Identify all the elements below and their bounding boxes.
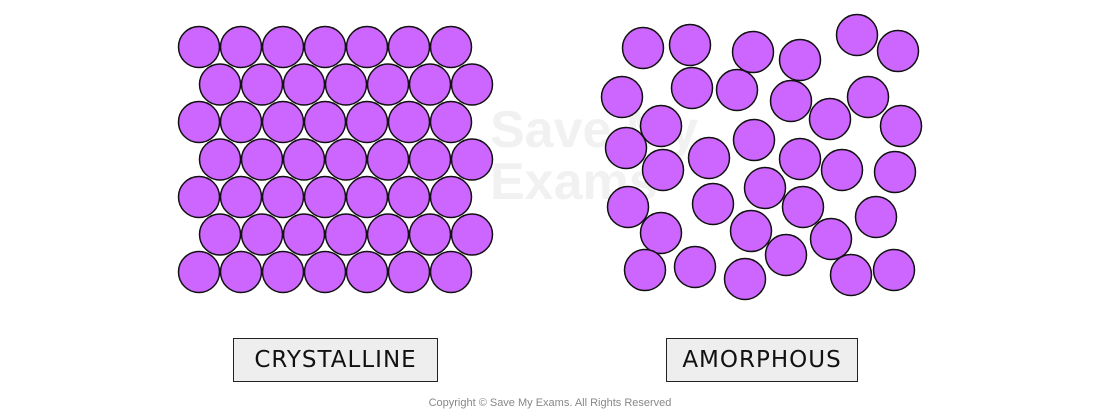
amorphous-particle: [604, 126, 648, 170]
amorphous-particle: [723, 257, 767, 301]
crystalline-particle: [240, 138, 284, 181]
crystalline-particle: [429, 175, 473, 219]
amorphous-particle: [673, 245, 717, 289]
amorphous-particle: [687, 136, 731, 180]
crystalline-particle: [429, 250, 473, 294]
crystalline-particle: [303, 250, 347, 294]
amorphous-particle: [879, 104, 923, 148]
amorphous-particle: [846, 75, 890, 119]
amorphous-arrangement: [600, 13, 923, 301]
crystalline-particle: [324, 63, 368, 106]
crystalline-particle: [450, 63, 494, 106]
amorphous-particle: [600, 75, 644, 119]
crystalline-particle: [366, 213, 410, 256]
amorphous-particle: [769, 79, 813, 123]
crystalline-particle: [345, 175, 389, 219]
amorphous-particle: [731, 30, 775, 74]
crystalline-particle: [261, 100, 305, 144]
crystalline-particle: [198, 63, 242, 106]
amorphous-particle: [743, 166, 787, 210]
crystalline-label: CRYSTALLINE: [233, 338, 438, 382]
amorphous-particle: [808, 97, 852, 141]
crystalline-particle: [219, 175, 263, 219]
crystalline-particle: [261, 250, 305, 294]
amorphous-particle: [621, 26, 665, 70]
crystalline-particle: [282, 138, 326, 181]
amorphous-particle: [809, 217, 853, 261]
crystalline-particle: [303, 175, 347, 219]
crystalline-particle: [345, 25, 389, 69]
crystalline-particle: [198, 213, 242, 256]
crystalline-particle: [303, 25, 347, 69]
crystalline-particle: [219, 25, 263, 69]
amorphous-particle: [873, 150, 917, 194]
crystalline-particle: [345, 250, 389, 294]
crystalline-lattice: [177, 25, 494, 294]
crystalline-particle: [282, 63, 326, 106]
crystalline-particle: [408, 138, 452, 181]
crystalline-particle: [324, 138, 368, 181]
amorphous-particle: [778, 38, 822, 82]
crystalline-particle: [177, 25, 221, 69]
amorphous-particle: [854, 195, 898, 239]
amorphous-label: AMORPHOUS: [666, 338, 858, 382]
amorphous-particle: [872, 248, 916, 292]
crystalline-particle: [366, 138, 410, 181]
amorphous-particle: [835, 13, 879, 57]
crystalline-particle: [387, 100, 431, 144]
crystalline-particle: [240, 213, 284, 256]
crystalline-particle: [387, 25, 431, 69]
amorphous-particle: [668, 23, 712, 67]
amorphous-particle: [641, 148, 685, 192]
amorphous-particle: [691, 182, 735, 226]
crystalline-particle: [219, 100, 263, 144]
crystalline-particle: [345, 100, 389, 144]
amorphous-particle: [606, 185, 650, 229]
crystalline-particle: [450, 213, 494, 256]
amorphous-particle: [764, 233, 808, 277]
crystalline-particle: [177, 175, 221, 219]
amorphous-particle: [639, 104, 683, 148]
amorphous-particle: [876, 29, 920, 73]
crystalline-particle: [450, 138, 494, 181]
crystalline-particle: [429, 100, 473, 144]
crystalline-particle: [177, 250, 221, 294]
crystalline-particle: [282, 213, 326, 256]
crystalline-particle: [261, 175, 305, 219]
amorphous-particle: [820, 148, 864, 192]
crystalline-particle: [408, 213, 452, 256]
crystalline-particle: [177, 100, 221, 144]
amorphous-particle: [781, 185, 825, 229]
amorphous-particle: [778, 137, 822, 181]
crystalline-particle: [408, 63, 452, 106]
amorphous-particle: [715, 68, 759, 112]
crystalline-particle: [261, 25, 305, 69]
crystalline-particle: [219, 250, 263, 294]
crystalline-particle: [387, 175, 431, 219]
crystalline-particle: [303, 100, 347, 144]
amorphous-particle: [639, 211, 683, 255]
amorphous-particle: [829, 253, 873, 297]
amorphous-particle: [670, 66, 714, 110]
amorphous-particle: [732, 118, 776, 162]
amorphous-particle: [729, 209, 773, 253]
crystalline-particle: [387, 250, 431, 294]
crystalline-particle: [240, 63, 284, 106]
crystalline-particle: [198, 138, 242, 181]
copyright-notice: Copyright © Save My Exams. All Rights Re…: [428, 397, 672, 409]
amorphous-particle: [623, 248, 667, 292]
crystalline-particle: [366, 63, 410, 106]
crystalline-particle: [324, 213, 368, 256]
crystalline-particle: [429, 25, 473, 69]
